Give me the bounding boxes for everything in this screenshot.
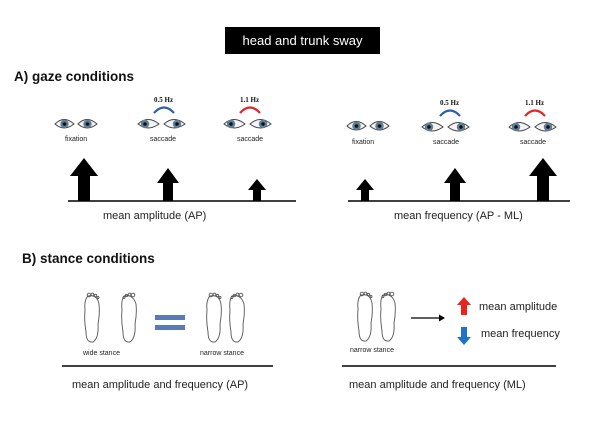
axis-label: mean amplitude and frequency (AP) [72, 379, 249, 391]
diagram-title: head and trunk sway [225, 27, 380, 54]
frequency-label: 0.5 Hz [154, 96, 174, 104]
arrow-large-icon [529, 158, 557, 201]
condition-label: saccade [520, 139, 547, 146]
saccade-arc-red [239, 106, 261, 114]
fixation-eyes-icon [53, 114, 99, 134]
arrow-medium-icon [444, 168, 466, 201]
stance-label: wide stance [83, 350, 120, 357]
stance-label: narrow stance [350, 347, 394, 354]
wide-stance-feet-icon [84, 292, 137, 343]
condition-label: fixation [65, 136, 88, 143]
arrow-medium-icon [157, 168, 179, 201]
saccade-eyes-icon [222, 114, 274, 134]
up-arrow-icon [457, 297, 471, 315]
frequency-label: 1.1 Hz [240, 96, 260, 104]
condition-label: saccade [237, 136, 264, 143]
saccade-arc-blue [439, 109, 461, 117]
up-label: mean amplitude [479, 301, 558, 313]
frequency-label: 1.1 Hz [525, 99, 545, 107]
condition-label: saccade [150, 136, 177, 143]
down-arrow-icon [457, 327, 471, 345]
arrow-small-icon [248, 179, 266, 201]
fixation-eyes-icon [345, 116, 391, 136]
axis-label: mean amplitude and frequency (ML) [349, 379, 526, 391]
down-label: mean frequency [481, 328, 560, 340]
baseline [342, 365, 556, 367]
baseline [62, 365, 273, 367]
saccade-arc-blue [153, 106, 175, 114]
right-arrow-icon [411, 314, 445, 322]
section-b-label: B) stance conditions [22, 251, 155, 266]
stance-label: narrow stance [200, 350, 244, 357]
axis-label: mean amplitude (AP) [103, 210, 207, 222]
narrow-stance-feet-icon [206, 292, 245, 343]
saccade-arc-red [524, 109, 546, 117]
equals-icon [155, 315, 185, 330]
condition-label: saccade [433, 139, 460, 146]
saccade-eyes-icon [420, 117, 472, 137]
arrow-large-icon [70, 158, 98, 201]
condition-label: fixation [352, 139, 375, 146]
frequency-arrows [348, 158, 570, 202]
section-a-label: A) gaze conditions [14, 69, 135, 84]
axis-label: mean frequency (AP - ML) [394, 210, 523, 222]
saccade-eyes-icon [507, 117, 559, 137]
amplitude-arrows [68, 158, 296, 202]
narrow-stance-feet-icon [357, 291, 396, 342]
arrow-small-icon [356, 179, 374, 201]
frequency-label: 0.5 Hz [440, 99, 460, 107]
saccade-eyes-icon [136, 114, 188, 134]
